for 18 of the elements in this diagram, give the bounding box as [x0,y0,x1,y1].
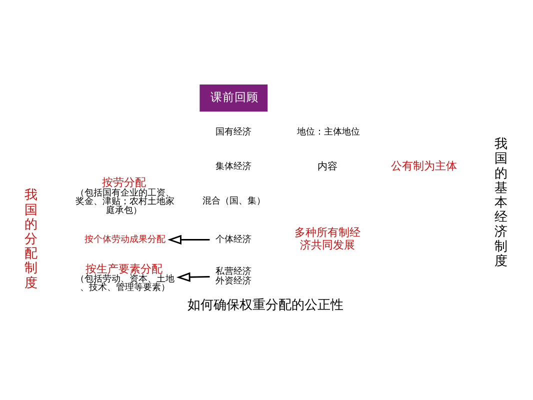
node-box: 课前回顾 [200,84,268,112]
caption: 如何确保权重分配的公正性 [187,298,344,313]
node-text: 按个体劳动成果分配 [84,234,166,245]
arrow [168,234,210,244]
node-text: 地位：主体地位 [296,127,360,138]
node-text: 个体经济 [216,234,252,245]
node-text: 按劳分配 （包括国有企业的工资、奖金、津贴；农村土地家庭承包） [76,176,175,216]
node-text: 我国的分配制度 [24,188,38,290]
node-text: 多种所有制经济共同发展 [294,226,361,252]
arrow [176,272,210,282]
node-text: 我国的基本经济制度 [494,136,508,268]
node-text: 内容 [317,160,338,172]
node-text: 公有制为主体 [391,158,458,172]
node-text: 按生产要素分配 （包括劳动、资本、土地、技术、管理等要素） [76,262,175,293]
node-text: 集体经济 [216,161,252,172]
node-text: 国有经济 [216,127,252,138]
node-text: 混合（国、集） [202,196,266,206]
node-text: 私营经济外资经济 [216,266,252,286]
